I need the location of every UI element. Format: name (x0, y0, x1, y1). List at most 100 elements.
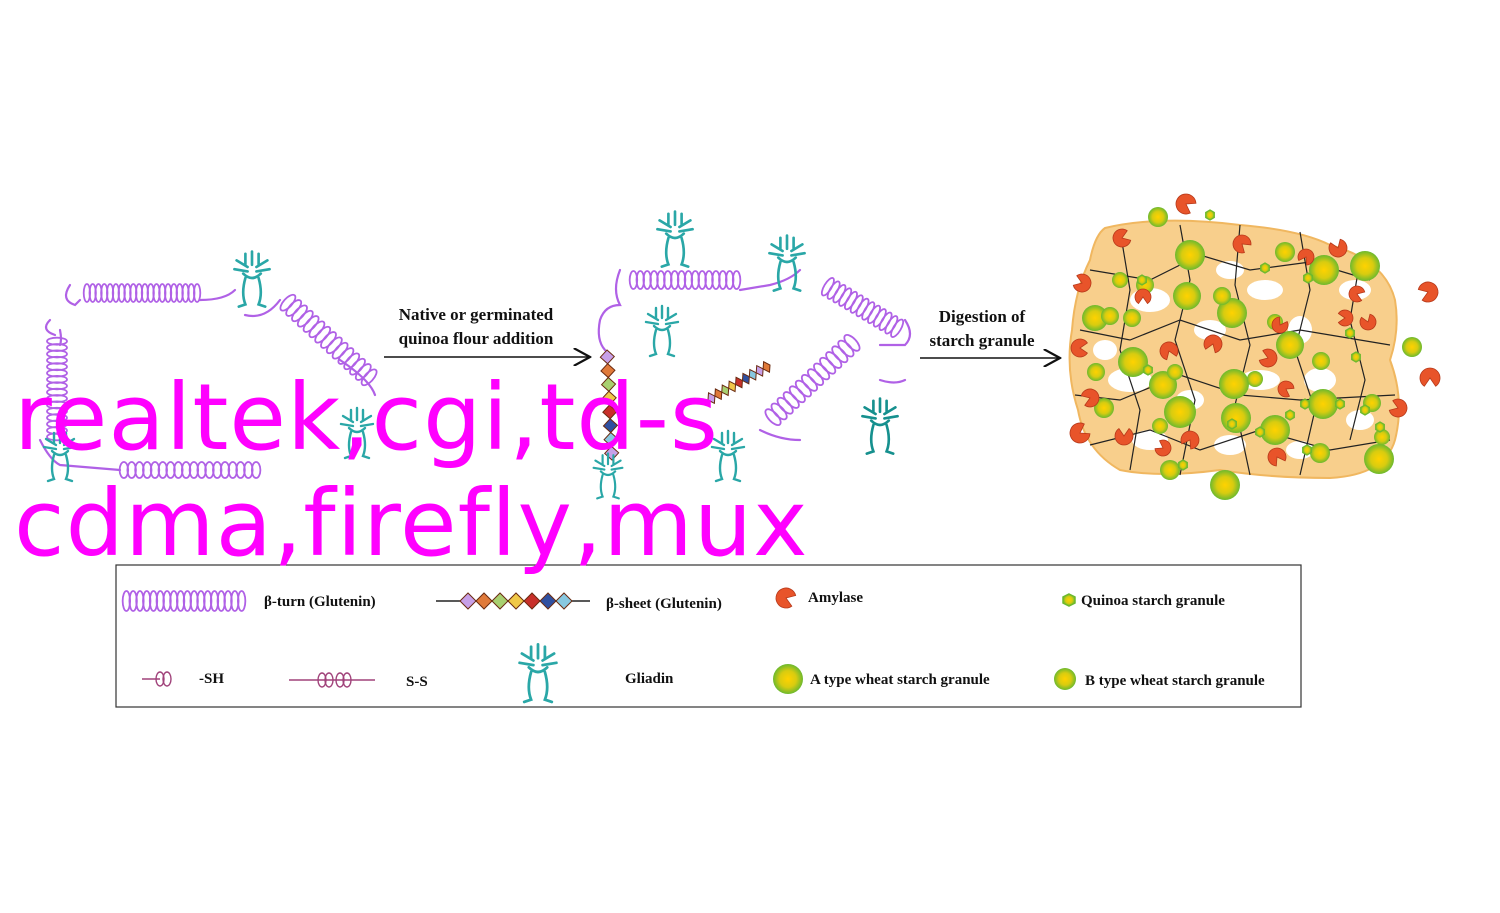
starch-granule-icon (1247, 371, 1263, 387)
amylase-icon (1388, 398, 1408, 418)
amylase-icon (1080, 388, 1100, 408)
quinoa-granule-icon (1285, 409, 1295, 421)
quinoa-granule-icon (1345, 327, 1355, 339)
glutenin-coil-icon (46, 336, 68, 442)
amylase-icon (1175, 193, 1197, 215)
amylase-icon (1348, 285, 1366, 303)
starch-granule-icon (1350, 251, 1380, 281)
starch-granule-icon (1219, 369, 1249, 399)
arrow2-label-line2: starch granule (930, 331, 1035, 350)
gliadin-icon (656, 210, 694, 268)
quinoa-granule-icon (1260, 262, 1270, 274)
legend-quinoa-label: Quinoa starch granule (1081, 593, 1225, 609)
amylase-icon (1328, 238, 1348, 258)
starch-granule-icon (1312, 352, 1330, 370)
quinoa-granule-icon (1300, 398, 1310, 410)
amylase-icon (1134, 288, 1152, 305)
beta-sheet-icon (459, 592, 573, 610)
gliadin-icon (518, 643, 558, 704)
amylase-icon (775, 587, 797, 609)
amylase-icon (1297, 248, 1315, 266)
quinoa-granule-icon (1143, 364, 1153, 376)
quinoa-granule-icon (1375, 421, 1385, 433)
quinoa-granule-icon (1137, 274, 1147, 286)
b-type-granule-icon (1054, 668, 1076, 690)
gliadin-icon (644, 304, 680, 358)
amylase-icon (1258, 348, 1278, 368)
quinoa-granule-icon (1303, 272, 1313, 284)
starch-granule-icon (1123, 309, 1141, 327)
amylase-icon (1154, 439, 1172, 457)
glutenin-coil-icon (279, 293, 378, 387)
starch-granule-icon (1148, 207, 1168, 227)
amylase-icon (1112, 228, 1132, 248)
gliadin-icon (768, 234, 806, 292)
quinoa-granule-icon (1205, 209, 1215, 221)
glutenin-coil-icon (82, 283, 202, 303)
legend-box (115, 564, 1302, 708)
glutenin-coil-icon (820, 277, 905, 338)
arrow1-label-line1: Native or germinated (399, 305, 554, 324)
amylase-icon (1070, 338, 1088, 358)
starch-granule-icon (1167, 364, 1183, 380)
starch-granule-icon (1402, 337, 1422, 357)
amylase-icon (1417, 281, 1439, 303)
sulfhydryl-icon (142, 671, 172, 687)
legend-amylase-label: Amylase (808, 590, 863, 606)
gliadin-icon (518, 643, 558, 704)
amylase-icon (1271, 316, 1289, 334)
gliadin-icon (592, 452, 624, 500)
legend-b-type-label: B type wheat starch granule (1085, 673, 1265, 689)
legend-beta-turn-label: β-turn (Glutenin) (264, 594, 376, 610)
legend-sh-label: -SH (199, 671, 224, 687)
amylase-icon (1069, 422, 1091, 444)
amylase-icon (1232, 234, 1252, 254)
quinoa-granule-icon (1351, 351, 1361, 363)
overlay-text-line2: cdma,firefly,mux (14, 470, 809, 577)
amylase-icon (1337, 309, 1354, 327)
gliadin-icon (861, 397, 899, 455)
gliadin-icon (710, 429, 746, 483)
legend-beta-sheet-label: β-sheet (Glutenin) (606, 596, 722, 612)
starch-granule-icon (1160, 460, 1180, 480)
starch-granule-icon (1164, 396, 1196, 428)
starch-granule-icon (1175, 240, 1205, 270)
legend-ss-label: S-S (406, 674, 428, 690)
starch-granule-icon (1364, 444, 1394, 474)
starch-granule-icon (1310, 443, 1330, 463)
starch-granule-icon (1082, 305, 1108, 331)
quinoa-granule-icon (1255, 426, 1265, 438)
quinoa-granule-icon (1178, 459, 1188, 471)
quinoa-granule-icon (1335, 398, 1345, 410)
starch-granule-icon (1309, 255, 1339, 285)
arrow-digestion: Digestion of starch granule (920, 307, 1060, 358)
starch-granule-icon (1217, 298, 1247, 328)
glutenin-coil-icon (118, 461, 262, 479)
starch-granule-icon (1308, 389, 1338, 419)
amylase-icon (1277, 380, 1295, 398)
starch-granule-icon (1094, 398, 1114, 418)
gliadin-icon (233, 250, 271, 308)
starch-granule-icon (1087, 363, 1105, 381)
glutenin-coil-icon (121, 590, 247, 612)
starch-granule-icon (1276, 331, 1304, 359)
amylase-icon (1159, 341, 1179, 361)
arrow1-label-line2: quinoa flour addition (399, 329, 554, 348)
disulfide-icon (289, 672, 375, 688)
quinoa-granule-icon (1227, 418, 1237, 430)
arrow-quinoa-addition: Native or germinated quinoa flour additi… (384, 305, 590, 357)
glutenin-coil-icon (628, 270, 742, 290)
amylase-icon (1180, 430, 1200, 450)
gliadin-icon (339, 406, 375, 460)
gliadin-icon (42, 429, 78, 483)
gluten-network-panel (38, 250, 378, 483)
starch-granule-icon (1210, 470, 1240, 500)
a-type-granule-icon (773, 664, 803, 694)
starch-granule-icon (1275, 242, 1295, 262)
amylase-icon (775, 587, 797, 609)
amylase-icon (1267, 447, 1287, 467)
starch-granule-icon (1112, 272, 1128, 288)
disrupted-gluten-panel (592, 210, 912, 500)
beta-sheet-icon (436, 592, 590, 610)
